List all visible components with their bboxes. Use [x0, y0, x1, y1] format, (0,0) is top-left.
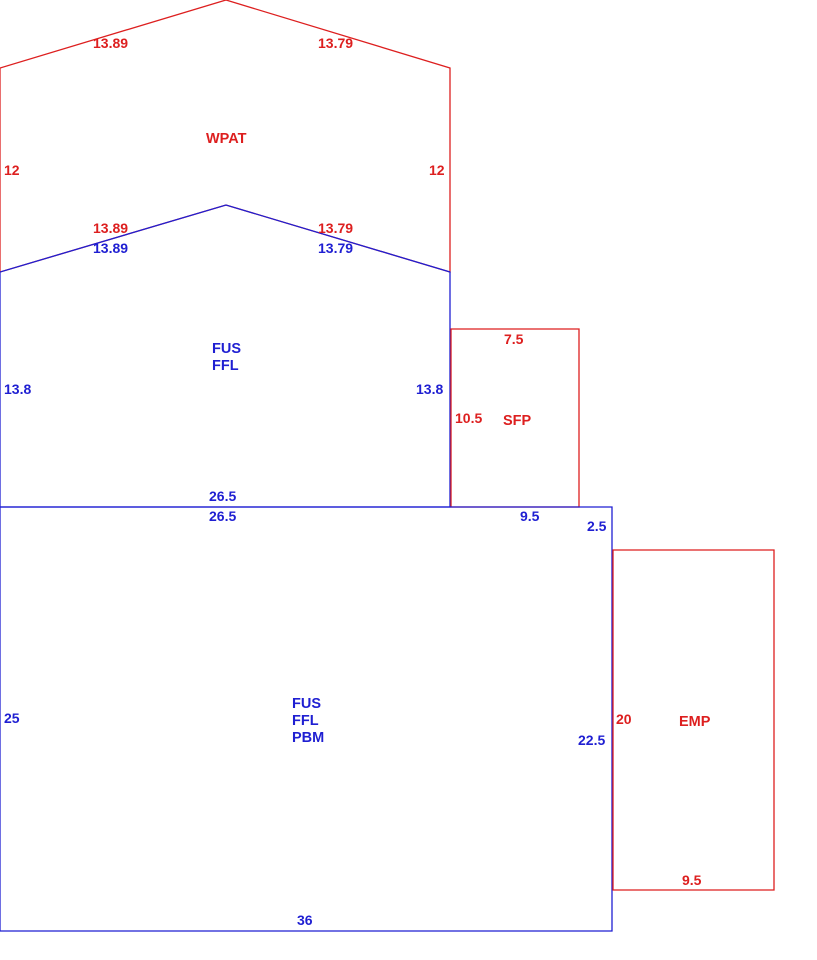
main-right-upper-dim: 2.5	[587, 518, 607, 534]
main-section-outline	[0, 506, 613, 932]
upper-section-labels: 13.89 13.79 FUS FFL 13.8 13.8 26.5	[4, 240, 443, 504]
main-code-1: FUS	[292, 696, 321, 712]
wpat-wall-right-dim: 12	[429, 162, 445, 178]
wpat-area-name: WPAT	[206, 131, 247, 147]
emp-bottom-dim: 9.5	[682, 872, 702, 888]
upper-roof-right-dim: 13.79	[318, 240, 353, 256]
upper-wall-left-dim: 13.8	[4, 381, 31, 397]
emp-left-dim: 20	[616, 711, 632, 727]
wpat-labels: 13.89 13.79 WPAT 12 12 13.89 13.79	[4, 35, 445, 236]
sfp-bottom-dim: 9.5	[520, 508, 540, 524]
wpat-roof-right-dim: 13.79	[318, 35, 353, 51]
emp-labels: 20 EMP 9.5	[616, 711, 711, 888]
wpat-base-left-dim: 13.89	[93, 220, 128, 236]
upper-code-1: FUS	[212, 341, 241, 357]
main-section-labels: 26.5 2.5 FUS FFL PBM 25 22.5 36	[4, 508, 607, 928]
wpat-wall-left-dim: 12	[4, 162, 20, 178]
upper-wall-right-dim: 13.8	[416, 381, 443, 397]
wpat-roof-left-dim: 13.89	[93, 35, 128, 51]
main-bottom-dim: 36	[297, 912, 313, 928]
main-top-dim: 26.5	[209, 508, 236, 524]
main-left-dim: 25	[4, 710, 20, 726]
sfp-left-dim: 10.5	[455, 410, 482, 426]
sfp-top-dim: 7.5	[504, 331, 524, 347]
main-right-lower-dim: 22.5	[578, 732, 605, 748]
main-code-3: PBM	[292, 730, 324, 746]
upper-roof-left-dim: 13.89	[93, 240, 128, 256]
sfp-area-name: SFP	[503, 413, 532, 429]
upper-bottom-dim: 26.5	[209, 488, 236, 504]
main-code-2: FFL	[292, 713, 319, 729]
upper-code-2: FFL	[212, 358, 239, 374]
sfp-labels: 7.5 10.5 SFP	[455, 331, 532, 429]
upper-section-outline	[0, 204, 451, 508]
wpat-base-right-dim: 13.79	[318, 220, 353, 236]
emp-area-name: EMP	[679, 714, 711, 730]
emp-outline	[612, 549, 775, 891]
